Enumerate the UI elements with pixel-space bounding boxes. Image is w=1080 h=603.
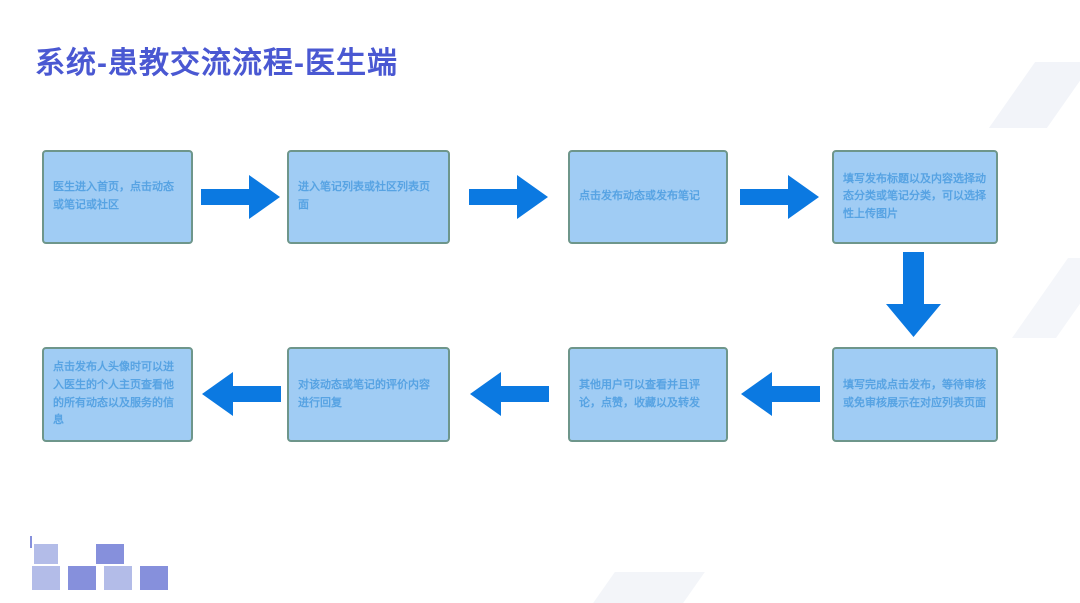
arrow-right-icon (469, 175, 548, 219)
flow-step-8: 点击发布人头像时可以进入医生的个人主页查看他的所有动态以及服务的信息 (42, 347, 193, 442)
arrow-right-icon (201, 175, 280, 219)
page-title: 系统-患教交流流程-医生端 (35, 47, 398, 80)
arrow-left-icon (741, 372, 820, 416)
flow-step-6: 其他用户可以查看并且评论，点赞，收藏以及转发 (568, 347, 728, 442)
flow-step-1-label: 医生进入首页，点击动态或笔记或社区 (53, 181, 174, 211)
flow-step-3-label: 点击发布动态或发布笔记 (579, 190, 700, 203)
arrow-left-icon (470, 372, 549, 416)
decorative-band (593, 572, 705, 603)
decorative-square (32, 566, 60, 590)
flow-step-7: 对该动态或笔记的评价内容进行回复 (287, 347, 450, 442)
decorative-square (104, 566, 132, 590)
decorative-band (988, 62, 1080, 128)
decorative-tick (30, 536, 32, 548)
flow-step-7-label: 对该动态或笔记的评价内容进行回复 (298, 378, 430, 409)
decorative-band (1011, 258, 1080, 338)
flow-step-5: 填写完成点击发布，等待审核或免审核展示在对应列表页面 (832, 347, 998, 442)
flow-step-4-label: 填写发布标题以及内容选择动态分类或笔记分类，可以选择性上传图片 (843, 172, 986, 220)
arrow-left-icon (202, 372, 281, 416)
flow-step-5-label: 填写完成点击发布，等待审核或免审核展示在对应列表页面 (843, 378, 986, 409)
flow-step-1: 医生进入首页，点击动态或笔记或社区 (42, 150, 193, 244)
flow-step-2-label: 进入笔记列表或社区列表页面 (298, 181, 430, 211)
flow-step-2: 进入笔记列表或社区列表页面 (287, 150, 450, 244)
flow-step-4: 填写发布标题以及内容选择动态分类或笔记分类，可以选择性上传图片 (832, 150, 998, 244)
flow-step-8-label: 点击发布人头像时可以进入医生的个人主页查看他的所有动态以及服务的信息 (53, 361, 174, 427)
decorative-square (96, 544, 124, 564)
decorative-square (68, 566, 96, 590)
decorative-square (140, 566, 168, 590)
flow-step-6-label: 其他用户可以查看并且评论，点赞，收藏以及转发 (579, 378, 700, 409)
flow-step-3: 点击发布动态或发布笔记 (568, 150, 728, 244)
arrow-right-icon (740, 175, 819, 219)
arrow-down-icon (886, 252, 941, 337)
decorative-square (34, 544, 58, 564)
